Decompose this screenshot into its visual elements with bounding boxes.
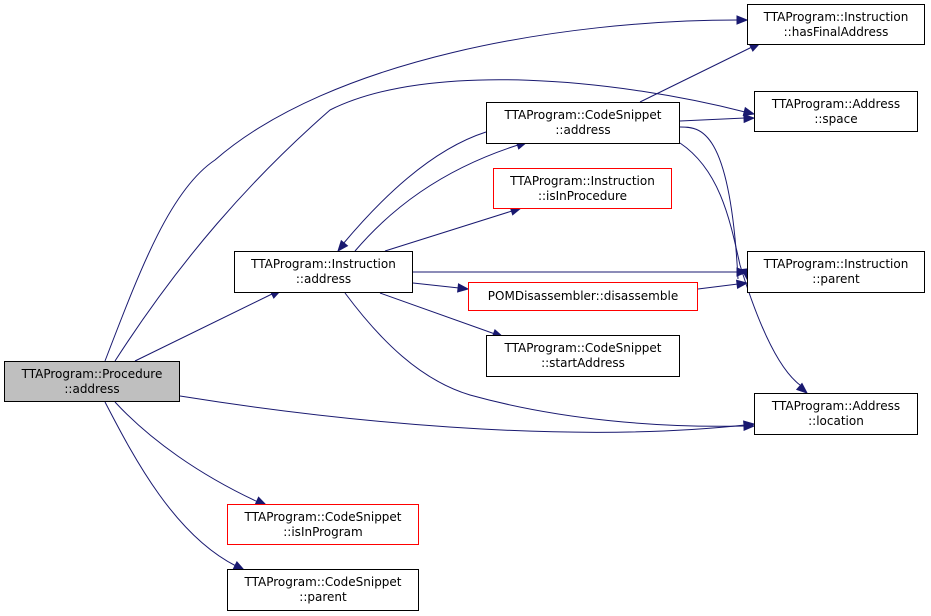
edge-instruction-to-is-in-procedure — [384, 210, 513, 252]
node-pom-disassemble[interactable]: POMDisassembler::disassemble — [468, 282, 698, 311]
node-label-line1: TTAProgram::Instruction — [510, 173, 655, 188]
node-label-line1: TTAProgram::Instruction — [251, 257, 396, 271]
node-codesnippet-is-in-program[interactable]: TTAProgram::CodeSnippet ::isInProgram — [227, 504, 419, 545]
edge-codesnippet-to-instruction-address-arrowhead — [337, 239, 349, 253]
node-label-line1: POMDisassembler::disassemble — [487, 289, 679, 303]
node-label-line1: TTAProgram::Address — [771, 399, 901, 413]
edge-procedure-to-is-in-program — [114, 401, 259, 503]
node-instruction-has-final-address[interactable]: TTAProgram::Instruction ::hasFinalAddres… — [747, 4, 925, 45]
node-codesnippet-address[interactable]: TTAProgram::CodeSnippet ::address — [486, 102, 680, 144]
node-label-line2: ::location — [808, 414, 864, 428]
node-label-line2: ::parent — [812, 272, 860, 286]
node-label-line2: ::address — [295, 272, 352, 286]
node-address-space[interactable]: TTAProgram::Address ::space — [754, 91, 918, 132]
edge-procedure-to-instruction-address — [134, 293, 273, 362]
edge-instruction-to-pom-disassemble — [412, 282, 460, 289]
edge-codesnippet-to-has-final-address — [639, 46, 753, 103]
edge-procedure-to-address-space — [114, 79, 746, 362]
edge-codesnippet-to-address-location — [679, 142, 801, 386]
node-label-line2: ::startAddress — [541, 356, 625, 370]
edge-codesnippet-to-address-location-arrowhead — [795, 382, 809, 394]
node-label-line1: TTAProgram::CodeSnippet — [244, 509, 402, 524]
edge-procedure-to-has-final-address — [104, 19, 739, 362]
node-label-line2: ::address — [555, 123, 611, 137]
node-label-line1: TTAProgram::Instruction — [763, 257, 909, 271]
edge-codesnippet-to-address-space — [679, 117, 746, 122]
edge-pom-to-instruction-parent — [697, 283, 739, 290]
node-label-line2: ::isInProgram — [283, 524, 363, 539]
edge-codesnippet-to-instruction-address — [342, 131, 487, 245]
node-codesnippet-start-address[interactable]: TTAProgram::CodeSnippet ::startAddress — [486, 335, 680, 377]
node-label-line1: TTAProgram::Procedure — [21, 366, 163, 381]
edge-instruction-to-start-address — [379, 292, 496, 335]
node-procedure-address: TTAProgram::Procedure ::address — [4, 361, 180, 402]
edge-procedure-to-address-space-arrowhead — [742, 106, 756, 117]
edge-procedure-to-address-location — [179, 395, 746, 433]
node-label-line1: TTAProgram::Address — [771, 96, 901, 111]
node-label-line1: TTAProgram::CodeSnippet — [244, 575, 402, 589]
edge-codesnippet-to-address-space-arrowhead — [743, 113, 756, 124]
edge-procedure-to-codesnippet-parent — [104, 401, 237, 567]
node-label-line2: ::space — [814, 111, 858, 126]
node-label-line2: ::isInProcedure — [537, 188, 628, 203]
node-instruction-parent[interactable]: TTAProgram::Instruction ::parent — [747, 251, 925, 293]
node-codesnippet-parent[interactable]: TTAProgram::CodeSnippet ::parent — [227, 569, 419, 611]
node-instruction-address[interactable]: TTAProgram::Instruction ::address — [234, 251, 413, 293]
node-label-line1: TTAProgram::CodeSnippet — [504, 341, 662, 355]
node-label-line2: ::parent — [299, 590, 347, 604]
node-label-line2: ::address — [64, 381, 120, 396]
node-address-location[interactable]: TTAProgram::Address ::location — [754, 393, 918, 435]
edge-instruction-to-address-location-arrowhead — [743, 421, 756, 431]
edge-codesnippet-to-instruction-parent — [679, 126, 739, 280]
node-label-line1: TTAProgram::Instruction — [763, 9, 909, 24]
edge-instruction-to-codesnippet-address — [354, 144, 519, 252]
edge-procedure-to-has-final-address-arrowhead — [736, 15, 749, 25]
node-label-line2: ::hasFinalAddress — [783, 24, 889, 39]
edge-pom-to-instruction-parent-arrowhead — [736, 279, 749, 289]
edge-instruction-to-address-location — [344, 292, 746, 427]
node-label-line1: TTAProgram::CodeSnippet — [504, 108, 662, 122]
edge-instruction-to-pom-disassemble-arrowhead — [457, 283, 470, 293]
node-instruction-is-in-procedure[interactable]: TTAProgram::Instruction ::isInProcedure — [493, 168, 672, 209]
